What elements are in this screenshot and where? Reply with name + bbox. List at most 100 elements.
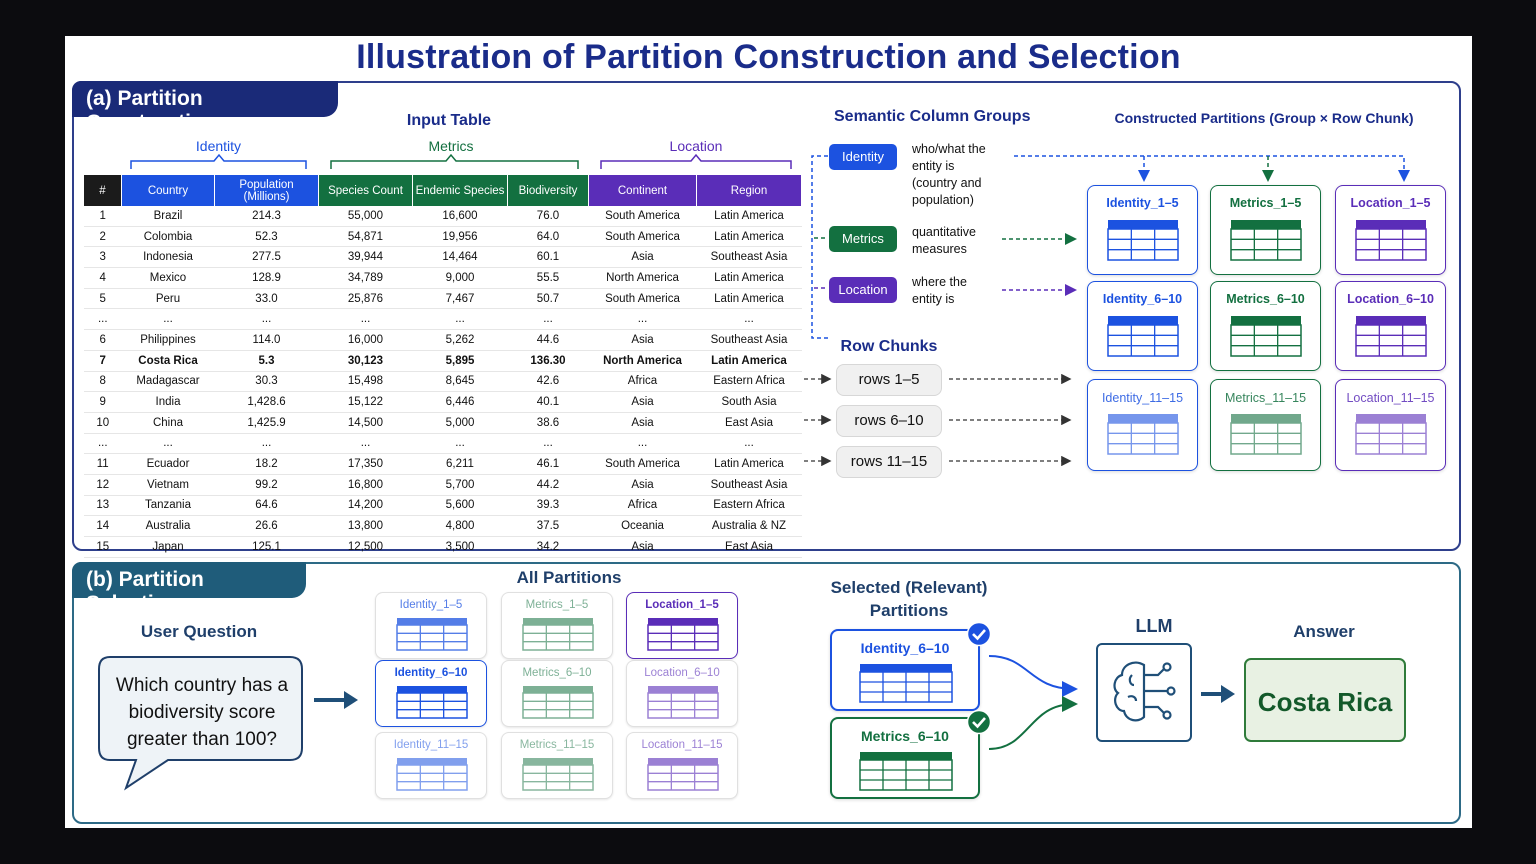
table-cell: ... <box>696 433 802 455</box>
check-circle-icon <box>966 621 992 647</box>
table-cell: ... <box>318 308 413 331</box>
mini-table-icon <box>647 618 719 651</box>
table-cell: 7,467 <box>412 288 508 310</box>
table-cell: Colombia <box>121 226 215 248</box>
mini-table-icon <box>1355 316 1427 357</box>
partition-card-metrics-2: Metrics_11–15 <box>1210 379 1321 471</box>
location-group-desc: where the entity is <box>912 275 967 306</box>
table-cell: 6,211 <box>412 453 508 475</box>
partition-label: Location_6–10 <box>1347 292 1434 306</box>
table-cell: 42.6 <box>507 371 589 393</box>
table-cell: 44.6 <box>507 329 589 351</box>
table-cell: 3 <box>84 246 122 269</box>
table-cell: 2 <box>84 226 122 248</box>
table-cell: 64.6 <box>214 495 319 517</box>
table-cell: Ecuador <box>121 453 215 475</box>
partition-card-identity-2: Identity_11–15 <box>1087 379 1198 471</box>
partition-label: Identity_11–15 <box>1101 391 1184 405</box>
table-cell: Australia & NZ <box>696 515 802 537</box>
mini-table-icon <box>1355 414 1427 455</box>
table-cell: 40.1 <box>507 391 589 413</box>
table-cell: 5,600 <box>412 495 508 517</box>
table-cell: 1,428.6 <box>214 391 319 413</box>
table-cell: Southeast Asia <box>696 329 802 351</box>
mini-table-icon <box>859 664 953 703</box>
partition-label: Metrics_11–15 <box>519 739 595 751</box>
row-chunk-1-5: rows 1–5 <box>836 364 942 396</box>
selected-partition-identity: Identity_6–10 <box>830 621 992 711</box>
table-cell: 18.2 <box>214 453 319 475</box>
table-cell: 64.0 <box>507 226 589 248</box>
table-cell: Latin America <box>696 226 802 248</box>
all-partition-location-0: Location_1–5 <box>626 592 738 659</box>
table-cell: China <box>121 412 215 434</box>
brain-circuit-icon <box>1113 661 1176 722</box>
partition-label: Metrics_1–5 <box>1229 196 1302 210</box>
table-cell: Asia <box>588 329 697 351</box>
partition-label: Location_11–15 <box>1346 391 1435 405</box>
table-cell: Philippines <box>121 329 215 351</box>
all-partition-location-2: Location_11–15 <box>626 732 738 799</box>
table-cell: 7 <box>84 350 122 372</box>
table-cell: Mexico <box>121 267 215 289</box>
table-cell: Indonesia <box>121 246 215 269</box>
check-circle-icon <box>966 709 992 735</box>
table-cell: 14,464 <box>412 246 508 269</box>
table-cell: South America <box>588 453 697 475</box>
table-cell: Oceania <box>588 515 697 537</box>
partition-label: Metrics_6–10 <box>1226 292 1305 306</box>
table-cell: 11 <box>84 453 122 475</box>
table-cell: Latin America <box>696 288 802 310</box>
identity-group-pill: Identity <box>829 144 897 170</box>
table-cell: 34.2 <box>507 536 589 558</box>
table-header-6: Continent <box>588 175 697 206</box>
table-header-3: Species Count <box>318 175 413 206</box>
table-cell: ... <box>507 308 589 331</box>
table-cell: 1,425.9 <box>214 412 319 434</box>
group-brackets <box>130 153 792 169</box>
section-a-tag: (a) Partition Construction <box>72 81 338 134</box>
table-cell: Asia <box>588 412 697 434</box>
table-cell: 14 <box>84 515 122 537</box>
table-cell: 114.0 <box>214 329 319 351</box>
table-cell: 15 <box>84 536 122 558</box>
table-cell: 34,789 <box>318 267 413 289</box>
mini-table-icon <box>396 686 468 719</box>
table-cell: 12,500 <box>318 536 413 558</box>
mini-table-icon <box>396 618 468 651</box>
partition-card-metrics-1: Metrics_6–10 <box>1210 281 1321 371</box>
table-cell: 9,000 <box>412 267 508 289</box>
section-b-tag: (b) Partition Selection <box>72 562 306 615</box>
figure-title: Illustration of Partition Construction a… <box>356 38 1181 76</box>
table-cell: Southeast Asia <box>696 474 802 496</box>
table-cell: 5,700 <box>412 474 508 496</box>
table-header-0: # <box>84 175 122 206</box>
constructed-partitions-title: Constructed Partitions (Group × Row Chun… <box>1114 110 1414 126</box>
table-cell: 6,446 <box>412 391 508 413</box>
partition-label: Location_1–5 <box>1350 196 1431 210</box>
partition-label: Identity_11–15 <box>393 739 469 751</box>
table-cell: Eastern Africa <box>696 371 802 393</box>
llm-box <box>1096 643 1192 742</box>
selected-partitions-title: Selected (Relevant) Partitions <box>830 578 988 620</box>
table-cell: 3,500 <box>412 536 508 558</box>
table-cell: ... <box>121 308 215 331</box>
table-cell: Australia <box>121 515 215 537</box>
arrow-right-icon <box>1201 685 1235 703</box>
all-partition-location-1: Location_6–10 <box>626 660 738 727</box>
row-chunks-title: Row Chunks <box>840 338 938 355</box>
table-cell: Brazil <box>121 206 215 227</box>
all-partition-identity-1: Identity_6–10 <box>375 660 487 727</box>
table-cell: 30.3 <box>214 371 319 393</box>
mini-table-icon <box>522 758 594 791</box>
selected-partition-label: Metrics_6–10 <box>861 728 949 744</box>
table-cell: 13 <box>84 495 122 517</box>
location-group-label: Location <box>669 138 723 154</box>
table-cell: Asia <box>588 474 697 496</box>
